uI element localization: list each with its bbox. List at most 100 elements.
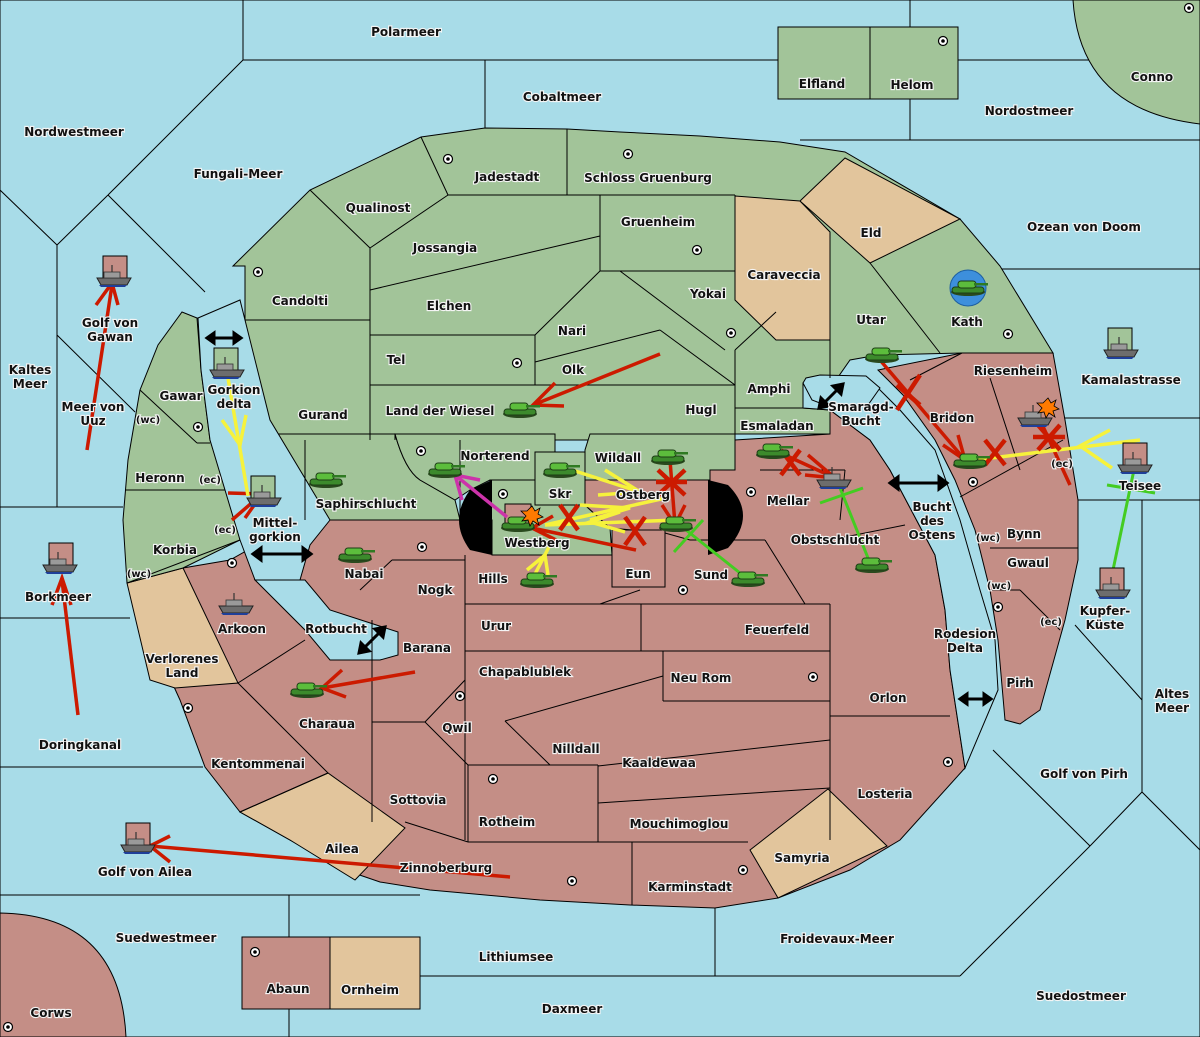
label-golf-von-pirh: Golf von Pirh <box>1040 767 1128 781</box>
label-suedwestmeer: Suedwestmeer <box>116 931 217 945</box>
label-qualinost: Qualinost <box>346 201 411 215</box>
dislodged-burst-icon <box>1036 397 1060 419</box>
label-norterend: Norterend <box>460 449 529 463</box>
label-bynn: Bynn <box>1007 527 1041 541</box>
province-ornheim[interactable] <box>329 936 421 1010</box>
label-candolti: Candolti <box>272 294 328 308</box>
coast-marker: (wc) <box>127 569 151 580</box>
label-heronn: Heronn <box>135 471 184 485</box>
canal-arrow-icon <box>357 625 387 655</box>
label-fungali-meer: Fungali-Meer <box>194 167 283 181</box>
order-hold-line <box>1106 464 1156 571</box>
east-peninsula <box>876 352 1079 725</box>
coast-marker: (ec) <box>214 525 236 536</box>
canal-arrow-icon <box>957 691 994 707</box>
failed-order-x-icon <box>1033 423 1065 452</box>
label-urur: Urur <box>481 619 511 633</box>
label-nordostmeer: Nordostmeer <box>985 104 1074 118</box>
order-move-arrow <box>50 572 80 716</box>
label-esmaladan: Esmaladan <box>740 419 813 433</box>
province-conno[interactable] <box>1072 0 1200 125</box>
coast-marker: (ec) <box>199 475 221 486</box>
label-kaltes-meer: Kaltes <box>9 363 52 377</box>
label-ailea: Ailea <box>325 842 359 856</box>
label-helom: Helom <box>890 78 933 92</box>
label-borkmeer: Borkmeer <box>25 590 91 604</box>
label-conno: Conno <box>1131 70 1173 84</box>
label-nogk: Nogk <box>418 583 454 597</box>
failed-order-x-icon <box>656 468 687 497</box>
label-gurand: Gurand <box>298 408 348 422</box>
label-smaragd-bucht: Smaragd- <box>828 400 893 414</box>
province-corws[interactable] <box>0 912 127 1037</box>
label-elchen: Elchen <box>427 299 472 313</box>
supply-center-icon <box>737 864 749 876</box>
supply-center-icon <box>942 756 954 768</box>
label-pirh: Pirh <box>1006 676 1033 690</box>
label-nari: Nari <box>558 324 586 338</box>
supply-center-icon <box>252 266 264 278</box>
label-bucht-des-ostens: Ostens <box>909 528 956 542</box>
label-arkoon: Arkoon <box>218 622 266 636</box>
label-nabai: Nabai <box>345 567 384 581</box>
label-mouchimoglou: Mouchimoglou <box>630 817 729 831</box>
supply-center-icon <box>226 557 238 569</box>
supply-center-icon <box>691 244 703 256</box>
supply-center-icon <box>967 476 979 488</box>
supply-center-icon <box>192 421 204 433</box>
label-golf-von-gawan: Golf von <box>82 316 138 330</box>
supply-center-icon <box>622 148 634 160</box>
label-bucht-des-ostens: Bucht <box>912 500 951 514</box>
label-lithiumsee: Lithiumsee <box>479 950 554 964</box>
label-altes-meer: Altes <box>1155 687 1189 701</box>
label-hugl: Hugl <box>685 403 716 417</box>
supply-center-icon <box>415 445 427 457</box>
supply-center-icon <box>487 773 499 785</box>
province-samyria[interactable] <box>749 788 888 899</box>
label-barana: Barana <box>403 641 451 655</box>
label-altes-meer: Meer <box>1155 701 1189 715</box>
order-hold-line <box>672 518 746 579</box>
label-charaua: Charaua <box>299 717 355 731</box>
label-feuerfeld: Feuerfeld <box>745 623 810 637</box>
label-mittel-gorkion: Mittel- <box>253 516 298 530</box>
label-zinnoberburg: Zinnoberburg <box>400 861 492 875</box>
label-jadestadt: Jadestadt <box>474 170 540 184</box>
failed-order-x-icon <box>558 503 580 532</box>
label-daxmeer: Daxmeer <box>542 1002 603 1016</box>
label-gruenheim: Gruenheim <box>621 215 695 229</box>
supply-center-icon <box>745 486 757 498</box>
label-skr: Skr <box>549 487 572 501</box>
label-kupfer-kueste: Kupfer- <box>1080 604 1130 618</box>
label-doringkanal: Doringkanal <box>39 738 121 752</box>
label-corws: Corws <box>30 1006 71 1020</box>
label-gawar: Gawar <box>159 389 202 403</box>
supply-center-icon <box>807 671 819 683</box>
label-nilldall: Nilldall <box>552 742 599 756</box>
province-eun[interactable] <box>611 529 666 588</box>
label-chapablublek: Chapablublek <box>479 665 572 679</box>
order-support-line <box>544 510 678 534</box>
label-verlorenes-land: Verlorenes <box>146 652 219 666</box>
coast-marker: (wc) <box>136 415 160 426</box>
label-kupfer-kueste: Küste <box>1086 618 1125 632</box>
coast-marker: (wc) <box>987 581 1011 592</box>
sea-rotbucht[interactable] <box>253 579 399 661</box>
supply-center-icon <box>1002 328 1014 340</box>
canal-arrow-icon <box>204 330 244 346</box>
canal-arrow-icon <box>887 474 950 492</box>
label-meer-von-uuz: Uuz <box>80 414 105 428</box>
supply-center-icon <box>454 690 466 702</box>
supply-center-icon <box>566 875 578 887</box>
province-elfland[interactable] <box>777 26 871 100</box>
supply-center-icon <box>1183 2 1195 14</box>
label-riesenheim: Riesenheim <box>974 364 1053 378</box>
label-mittel-gorkion: gorkion <box>249 530 301 544</box>
label-bucht-des-ostens: des <box>920 514 944 528</box>
label-teisee: Teisee <box>1119 479 1161 493</box>
label-kaltes-meer: Meer <box>13 377 47 391</box>
label-suedostmeer: Suedostmeer <box>1036 989 1126 1003</box>
label-rotbucht: Rotbucht <box>305 622 367 636</box>
supply-center-icon <box>677 584 689 596</box>
